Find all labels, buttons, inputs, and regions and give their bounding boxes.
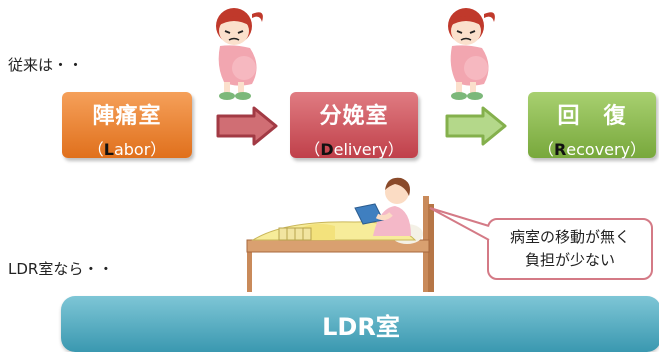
stage-labor-sub: （Labor） [87, 140, 167, 159]
callout-pointer [429, 207, 490, 241]
stage-labor-title: 陣痛室 [92, 104, 162, 129]
stage-delivery-sub-rest: elivery [333, 140, 388, 159]
stage-recovery-key-letter: R [553, 140, 567, 159]
ldr-room-label: LDR室 [322, 313, 400, 341]
callout-line-2: 負担が少ない [524, 251, 615, 269]
callout-line-1: 病室の移動が無く [509, 228, 630, 246]
stage-recovery-title: 回 復 [557, 104, 627, 129]
stage-recovery-sub-rest: ecovery [566, 140, 631, 159]
stage-delivery-title: 分娩室 [319, 104, 389, 129]
before-label: 従来は・・ [8, 56, 84, 74]
ldr-room-bar: LDR室 [61, 296, 659, 352]
stage-delivery-sub: （Delivery） [304, 140, 404, 159]
stage-delivery: 分娩室 （Delivery） [290, 92, 418, 159]
pregnant-woman-icon [216, 8, 263, 100]
right-arrow-icon [216, 106, 278, 146]
woman-in-bed-icon [246, 177, 434, 292]
stage-labor-sub-rest: abor [113, 140, 151, 159]
stage-recovery-sub: （Recovery） [537, 140, 647, 159]
ldr-label: LDR室なら・・ [8, 260, 114, 278]
callout-box: 病室の移動が無く 負担が少ない [487, 218, 653, 280]
stage-labor: 陣痛室 （Labor） [62, 92, 192, 159]
stage-recovery: 回 復 （Recovery） [528, 92, 656, 159]
pregnant-woman-icon [448, 8, 495, 100]
stage-labor-key-letter: L [103, 140, 114, 159]
stage-delivery-key-letter: D [320, 140, 334, 159]
right-arrow-icon [445, 106, 507, 146]
